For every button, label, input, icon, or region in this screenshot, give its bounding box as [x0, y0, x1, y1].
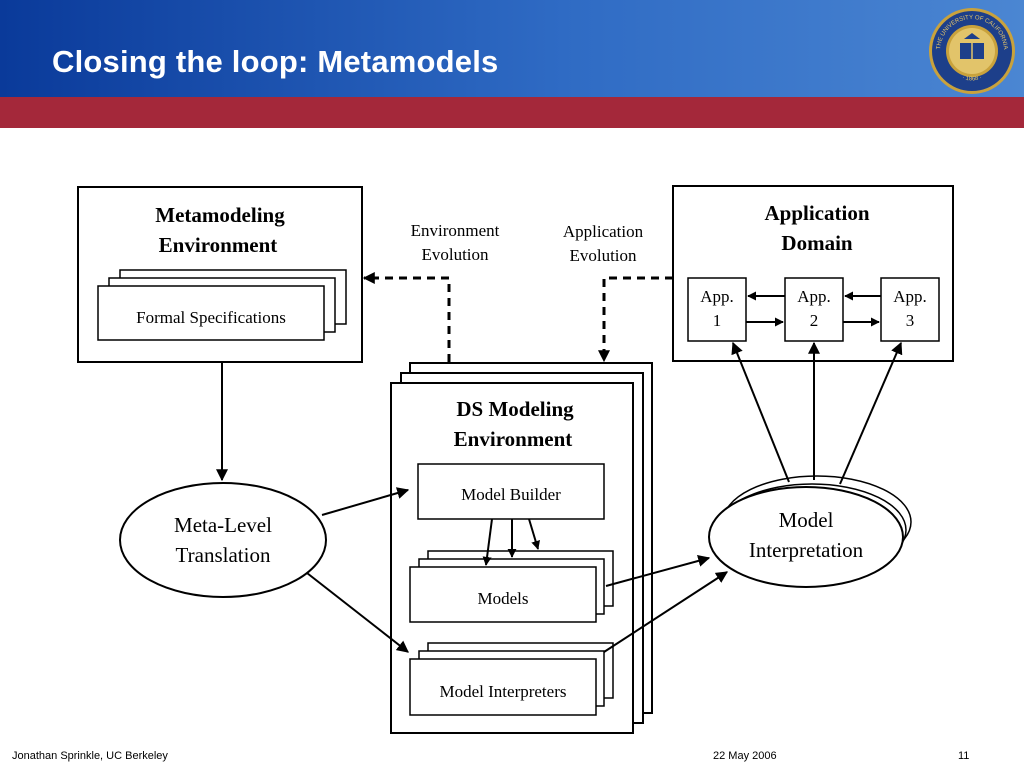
ds-modeling-title-line1: DS Modeling — [456, 397, 574, 421]
svg-text:· 1868 ·: · 1868 · — [961, 75, 983, 83]
meta-level-line2: Translation — [176, 543, 271, 567]
model-interpretation-line2: Interpretation — [749, 538, 864, 562]
arrow-interpretation-to-app1 — [731, 341, 790, 483]
arrow-interpreters-to-interpretation — [603, 571, 729, 653]
seal-text-bottom: · 1868 · — [961, 75, 983, 83]
application-evolution-line1: Application — [563, 222, 644, 241]
formal-specifications-label: Formal Specifications — [136, 308, 286, 327]
arrow-meta-level-to-interpreters — [306, 572, 409, 653]
metamodeling-title-line1: Metamodeling — [155, 203, 285, 227]
model-interpreters-label: Model Interpreters — [440, 682, 567, 701]
app-2-line1: App. — [797, 287, 831, 306]
slide-title: Closing the loop: Metamodels — [52, 44, 499, 79]
arrow-meta-level-to-model-builder — [321, 487, 410, 516]
header-bar: Closing the loop: Metamodels — [0, 0, 1024, 97]
models-box — [409, 566, 597, 623]
model-builder-box — [417, 463, 605, 520]
app-2-box — [784, 277, 844, 342]
app-1-line2: 1 — [713, 311, 722, 330]
app-1-line1: App. — [700, 287, 734, 306]
header-accent-band — [0, 97, 1024, 128]
environment-evolution-line1: Environment — [411, 221, 500, 240]
arrow-application-evolution — [598, 276, 673, 363]
app-3-line1: App. — [893, 287, 927, 306]
footer-page-number: 11 — [958, 750, 970, 762]
application-domain-line2: Domain — [781, 231, 852, 255]
footer-date: 22 May 2006 — [713, 750, 777, 762]
metamodeling-title-line2: Environment — [159, 233, 278, 257]
footer-author: Jonathan Sprinkle, UC Berkeley — [12, 750, 168, 762]
arrow-models-to-interpretation — [605, 555, 711, 587]
application-domain-line1: Application — [764, 201, 869, 225]
models-label: Models — [478, 589, 529, 608]
app-3-box — [880, 277, 940, 342]
ds-modeling-environment-box: DS Modeling Environment Model Builder Mo… — [390, 362, 653, 734]
model-interpretation-line1: Model — [779, 508, 834, 532]
meta-level-translation-node: Meta-Level Translation — [119, 482, 327, 598]
app-1-box — [687, 277, 747, 342]
environment-evolution-line2: Evolution — [421, 245, 489, 264]
model-interpreters-box — [409, 658, 597, 716]
ds-modeling-title-line2: Environment — [454, 427, 573, 451]
app-2-line2: 2 — [810, 311, 819, 330]
model-interpretation-node: Model Interpretation — [708, 475, 912, 588]
arrow-environment-evolution — [362, 272, 451, 362]
meta-level-line1: Meta-Level — [174, 513, 272, 537]
model-builder-label: Model Builder — [461, 485, 561, 504]
app-3-line2: 3 — [906, 311, 915, 330]
university-seal-icon: THE UNIVERSITY OF CALIFORNIA · 1868 · — [929, 8, 1015, 94]
application-evolution-line2: Evolution — [569, 246, 637, 265]
arrow-interpretation-to-app3 — [839, 341, 903, 485]
metamodeling-environment-box: Metamodeling Environment Formal Specific… — [77, 186, 363, 363]
application-domain-box: Application Domain App. 1 App. 2 App. 3 — [672, 185, 954, 362]
